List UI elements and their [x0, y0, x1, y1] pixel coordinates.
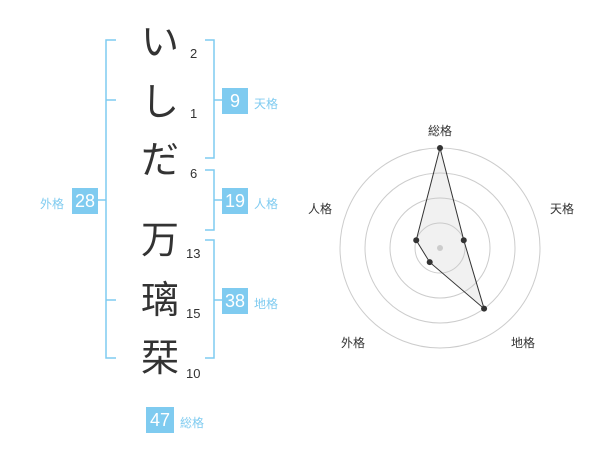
- radar-center-dot: [437, 245, 443, 251]
- name-char-6: 栞: [140, 336, 179, 380]
- radar-point-2: [460, 237, 467, 244]
- name-char-5: 璃: [140, 278, 179, 322]
- gaikaku-label: 外格: [40, 197, 65, 211]
- chikaku-value: 38: [222, 288, 248, 314]
- radar-point-1: [437, 145, 443, 151]
- soukaku-label: 総格: [180, 416, 205, 430]
- tenkaku-value: 9: [222, 88, 248, 114]
- radar-axis-label-tenkaku: 天格: [550, 202, 575, 216]
- jinkaku-label: 人格: [254, 197, 279, 211]
- name-char-1: い: [140, 20, 179, 64]
- stroke-count-3: 6: [190, 166, 198, 181]
- stroke-count-2: 1: [190, 106, 198, 121]
- radar-axis-label-gaikaku: 外格: [341, 336, 366, 350]
- radar-grid-ring: [389, 197, 491, 299]
- gaikaku-value: 28: [72, 188, 98, 214]
- radar-grid-ring: [414, 222, 466, 274]
- chikaku-label: 地格: [254, 297, 279, 311]
- radar-point-4: [426, 259, 433, 266]
- soukaku-value: 47: [146, 407, 174, 433]
- stroke-count-5: 15: [186, 306, 201, 321]
- name-char-4: 万: [140, 218, 179, 262]
- radar-series-polygon: [415, 147, 486, 311]
- radar-axis-label-jinkaku: 人格: [308, 202, 333, 216]
- radar-point-3: [481, 305, 488, 312]
- tenkaku-label: 天格: [254, 97, 279, 111]
- radar-point-5: [413, 237, 420, 244]
- radar-axis-label-soukaku: 総格: [428, 124, 453, 138]
- name-char-2: し: [140, 80, 179, 124]
- radar-axis-label-chikaku: 地格: [511, 336, 536, 350]
- stroke-count-6: 10: [186, 366, 201, 381]
- name-char-3: だ: [140, 138, 179, 182]
- radar-grid-ring: [364, 172, 516, 324]
- jinkaku-value: 19: [222, 188, 248, 214]
- stroke-count-4: 13: [186, 246, 201, 261]
- stroke-count-1: 2: [190, 46, 198, 61]
